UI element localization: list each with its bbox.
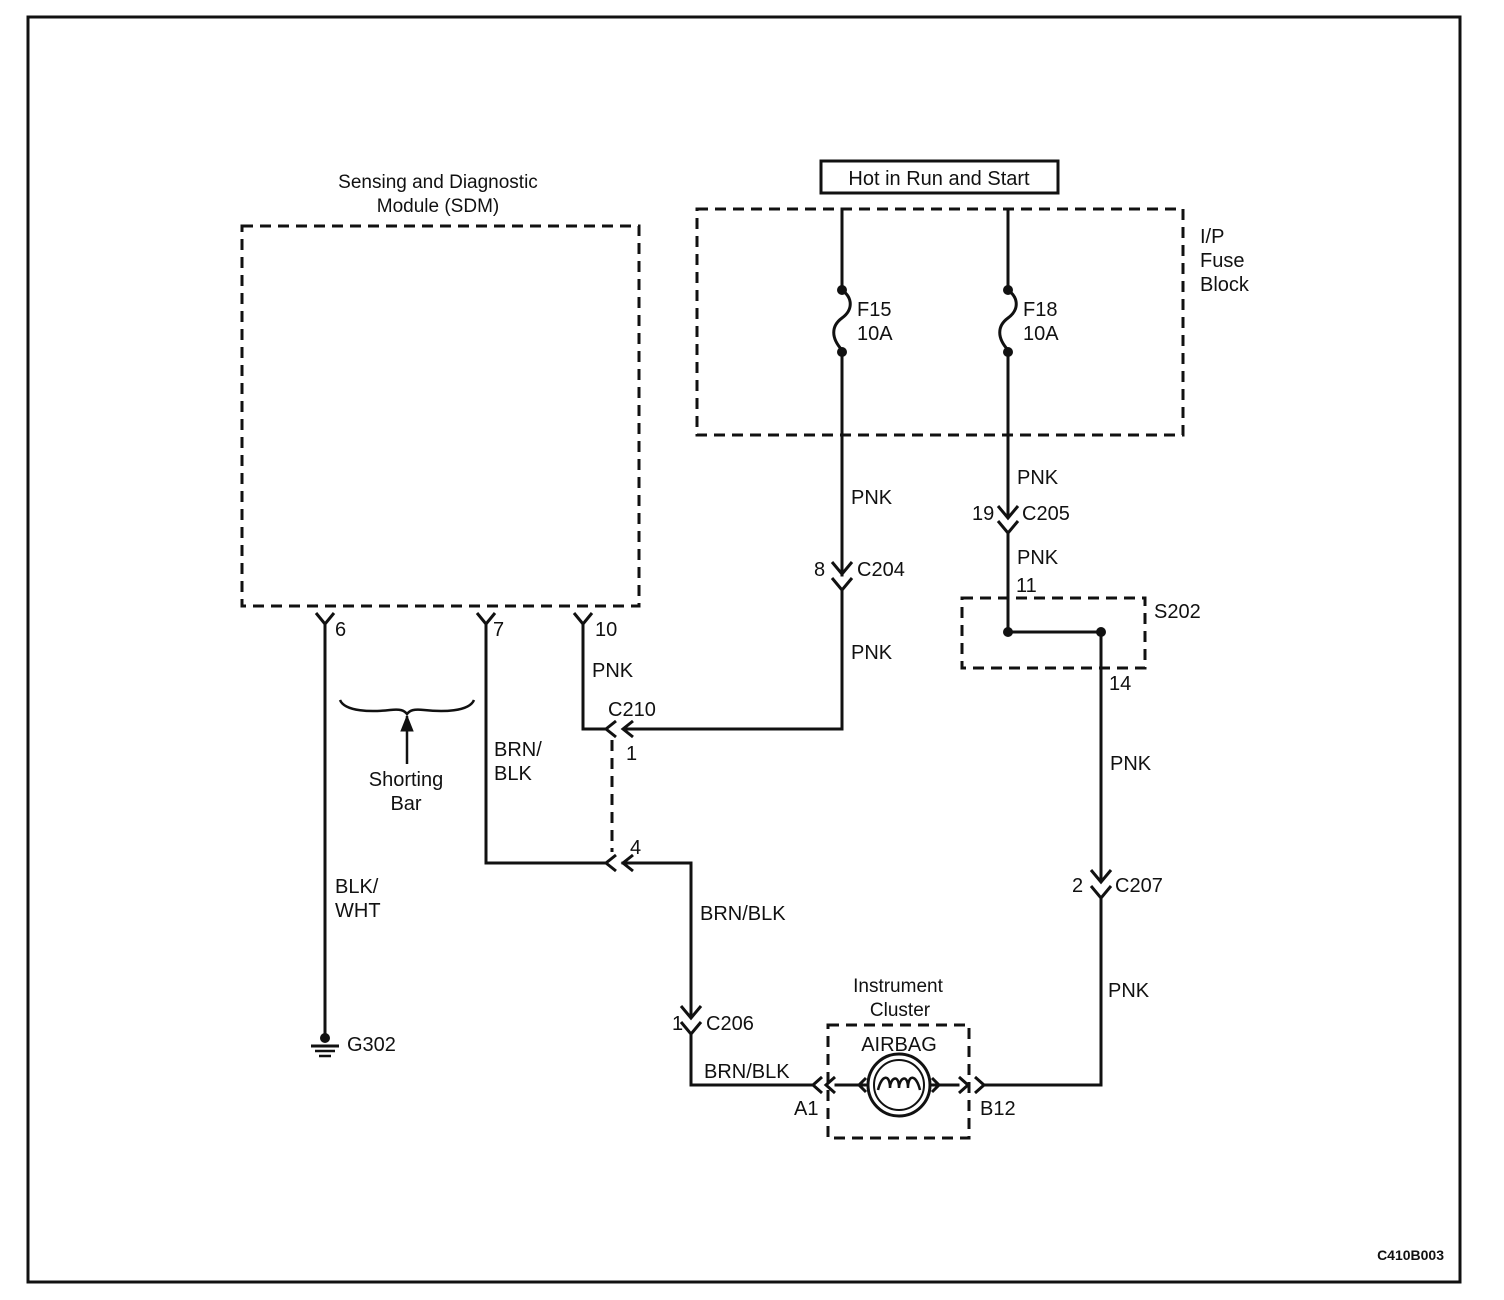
diagram-frame bbox=[26, 15, 1462, 1284]
c210-pin-4: 4 bbox=[630, 837, 641, 859]
shorting-bar-brace-icon bbox=[338, 699, 476, 717]
connector-c210: C210 1 4 bbox=[603, 699, 656, 873]
ground-label: G302 bbox=[347, 1034, 396, 1056]
sdm-module-box bbox=[240, 224, 641, 608]
wire-color-brn-blk: BRN/BLK bbox=[700, 903, 786, 925]
circuit-sdm10-to-c210: PNK bbox=[581, 622, 634, 731]
circuit-c210-to-cluster: BRN/BLK 1 C206 BRN/BLK bbox=[621, 861, 814, 1087]
sdm-pin-10: 10 bbox=[572, 612, 617, 641]
fuse-block-label-3: Block bbox=[1200, 274, 1250, 296]
c205-pin: 19 bbox=[972, 503, 994, 525]
figure-code: C410B003 bbox=[1377, 1247, 1444, 1263]
circuit-f18-to-cluster: PNK 19 C205 PNK bbox=[972, 350, 1070, 634]
cluster-title-line2: Cluster bbox=[870, 1000, 931, 1021]
connector-c205 bbox=[996, 505, 1020, 521]
sdm-pin-6: 6 bbox=[314, 612, 346, 641]
wire-color-pnk: PNK bbox=[1110, 753, 1152, 775]
c205-name: C205 bbox=[1022, 503, 1070, 525]
svg-text:7: 7 bbox=[493, 619, 504, 641]
c204-pin: 8 bbox=[814, 559, 825, 581]
fuse-f15-rating: 10A bbox=[857, 323, 893, 345]
sdm-title-line2: Module (SDM) bbox=[377, 196, 499, 217]
cluster-pin-b12: B12 bbox=[980, 1098, 1016, 1120]
cluster-pin-a1: A1 bbox=[794, 1098, 818, 1120]
fuse-f18: F18 10A bbox=[998, 207, 1059, 357]
fuse-f15-name: F15 bbox=[857, 299, 891, 321]
wire-color-blk-wht-line1: BLK/ bbox=[335, 876, 379, 898]
wire-color-pnk: PNK bbox=[592, 660, 634, 682]
s202-pin-in: 11 bbox=[1016, 575, 1037, 597]
c207-name: C207 bbox=[1115, 875, 1163, 897]
wire-color-brn-blk-line1: BRN/ bbox=[494, 739, 542, 761]
ground-icon bbox=[311, 1044, 339, 1058]
splice-s202: S202 11 14 bbox=[960, 575, 1201, 695]
shorting-bar-label-1: Shorting bbox=[369, 769, 444, 791]
fuse-f18-rating: 10A bbox=[1023, 323, 1059, 345]
power-source-box bbox=[819, 159, 1060, 195]
wire-color-pnk: PNK bbox=[1017, 467, 1059, 489]
connector-c207 bbox=[1089, 869, 1113, 885]
fuse-block-box bbox=[695, 207, 1185, 437]
sdm-module: Sensing and Diagnostic Module (SDM) bbox=[240, 172, 641, 608]
wire-color-pnk: PNK bbox=[851, 487, 893, 509]
ip-fuse-block: I/P Fuse Block bbox=[695, 207, 1250, 437]
circuit-sdm6-to-ground: BLK/ WHT G302 bbox=[311, 622, 396, 1058]
airbag-lamp-label: AIRBAG bbox=[861, 1034, 937, 1056]
power-source: Hot in Run and Start bbox=[819, 159, 1060, 195]
c206-name: C206 bbox=[706, 1013, 754, 1035]
connector-c204 bbox=[830, 561, 854, 577]
c210-pin-1: 1 bbox=[626, 743, 637, 765]
wire-color-pnk: PNK bbox=[851, 642, 893, 664]
shorting-bar-label-2: Bar bbox=[390, 793, 421, 815]
c204-name: C204 bbox=[857, 559, 905, 581]
circuit-s202-to-b12: PNK 2 C207 PNK bbox=[983, 630, 1163, 1087]
wire-color-pnk: PNK bbox=[1108, 980, 1150, 1002]
wire-color-brn-blk-line2: BLK bbox=[494, 763, 532, 785]
wire-color-pnk: PNK bbox=[1017, 547, 1059, 569]
power-source-label: Hot in Run and Start bbox=[848, 168, 1030, 190]
fuse-f18-name: F18 bbox=[1023, 299, 1057, 321]
connector-c206 bbox=[679, 1005, 703, 1021]
c210-name: C210 bbox=[608, 699, 656, 721]
splice-s202-box bbox=[960, 596, 1147, 670]
shorting-bar: Shorting Bar bbox=[338, 699, 476, 815]
c206-pin: 1 bbox=[672, 1013, 683, 1035]
circuit-f15-to-c210: PNK 8 C204 PNK bbox=[622, 350, 905, 731]
circuit-sdm7-to-c210: BRN/ BLK bbox=[484, 622, 606, 865]
cluster-title-line1: Instrument bbox=[853, 976, 943, 997]
fuse-f15: F15 10A bbox=[832, 207, 893, 357]
wire-color-blk-wht-line2: WHT bbox=[335, 900, 381, 922]
wire-color-brn-blk: BRN/BLK bbox=[704, 1061, 790, 1083]
sdm-pin-7: 7 bbox=[475, 612, 504, 641]
s202-pin-out: 14 bbox=[1109, 673, 1131, 695]
airbag-lamp-icon bbox=[866, 1052, 932, 1118]
fuse-block-label-2: Fuse bbox=[1200, 250, 1244, 272]
svg-text:10: 10 bbox=[595, 619, 617, 641]
sdm-title-line1: Sensing and Diagnostic bbox=[338, 172, 538, 193]
instrument-cluster: Instrument Cluster AIRBAG A1 B12 bbox=[794, 976, 1016, 1140]
svg-text:6: 6 bbox=[335, 619, 346, 641]
fuse-block-label-1: I/P bbox=[1200, 226, 1224, 248]
c207-pin: 2 bbox=[1072, 875, 1083, 897]
s202-name: S202 bbox=[1154, 601, 1201, 623]
